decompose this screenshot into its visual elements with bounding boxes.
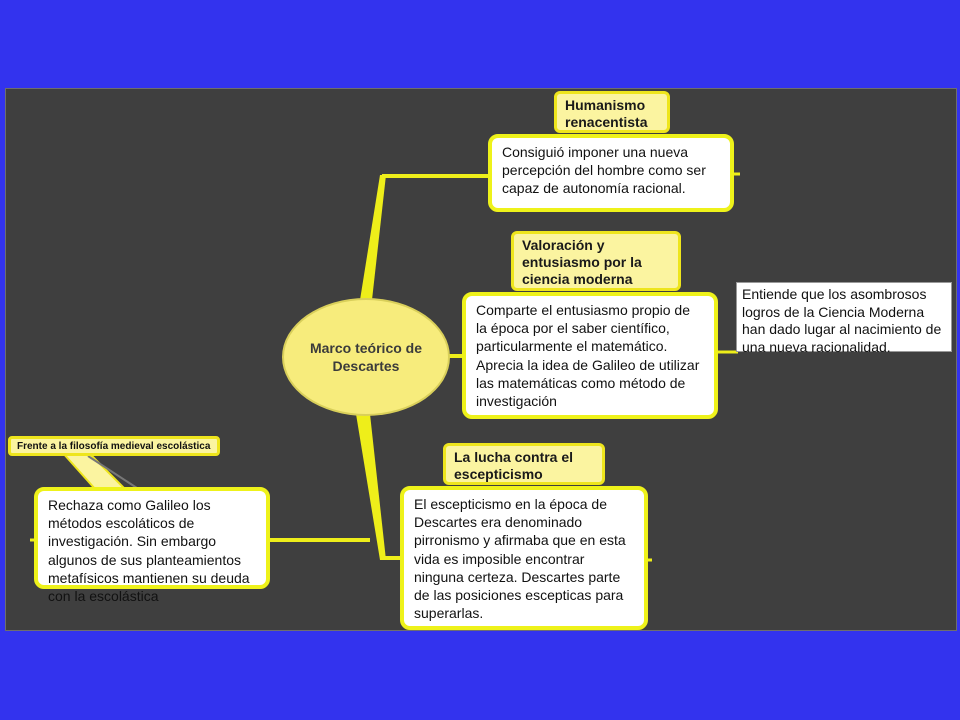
branch-title-escolastica[interactable]: Frente a la filosofía medieval escolásti… — [8, 436, 220, 456]
branch-title-valoracion[interactable]: Valoración y entusiasmo por la ciencia m… — [511, 231, 681, 291]
callout-pointer — [59, 451, 129, 491]
note-valoracion[interactable]: Entiende que los asombrosos logros de la… — [736, 282, 952, 355]
connector-trunk-down — [356, 414, 386, 560]
connector-trunk-up — [360, 175, 386, 300]
branch-box-humanismo[interactable]: Consiguió imponer una nueva percepción d… — [488, 134, 734, 212]
branch-box-escolastica[interactable]: Rechaza como Galileo los métodos escolát… — [34, 487, 270, 604]
central-node-label: Marco teórico de Descartes — [309, 339, 423, 374]
branch-title-escepticismo[interactable]: La lucha contra el escepticismo — [443, 443, 605, 485]
branch-box-escepticismo[interactable]: El escepticismo en la época de Descartes… — [400, 486, 648, 630]
central-node[interactable]: Marco teórico de Descartes — [282, 298, 450, 416]
branch-box-valoracion[interactable]: Comparte el entusiasmo propio de la époc… — [462, 292, 718, 419]
branch-title-humanismo[interactable]: Humanismo renacentista — [554, 91, 670, 133]
